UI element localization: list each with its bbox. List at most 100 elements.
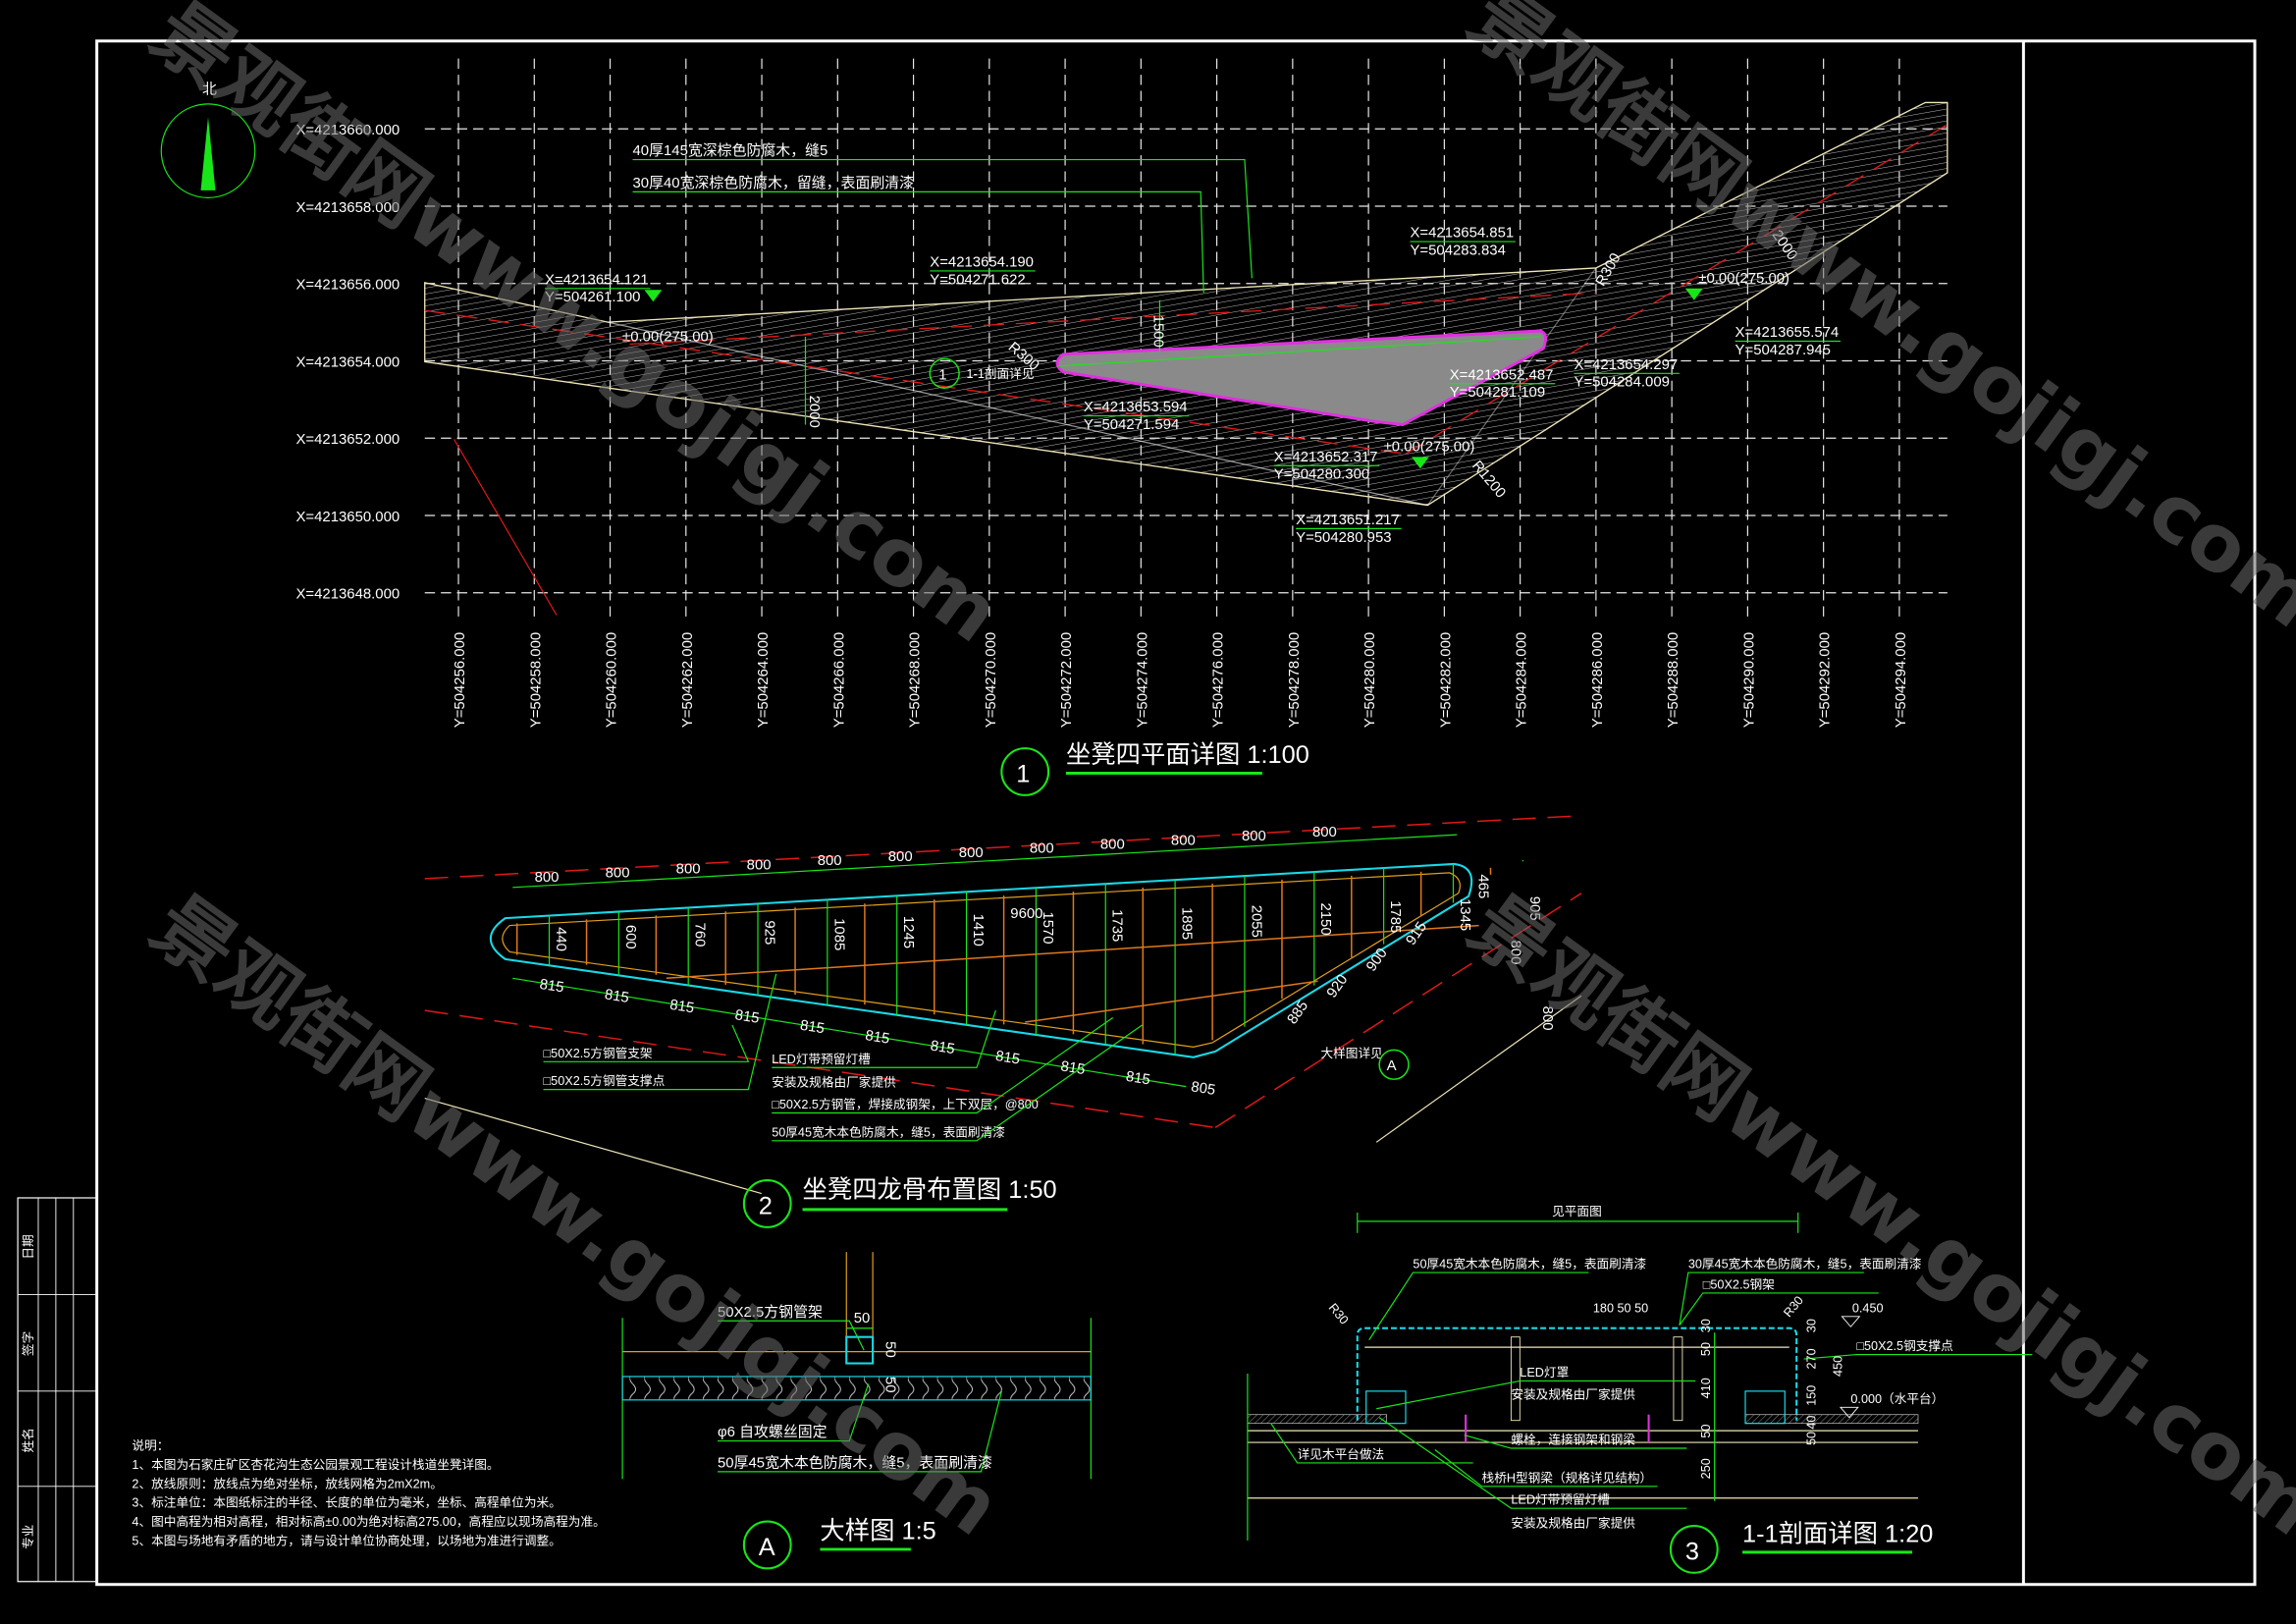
right-dim: 800 [1539, 1006, 1555, 1031]
detail-a-drawing: 50 50 50 50X2.5方钢管架 φ6 自攻螺丝固定 50厚45宽木本色防… [621, 1252, 1092, 1570]
sheet-frame [95, 39, 2257, 1587]
detail-title-text: 大样图 1:5 [820, 1517, 935, 1544]
detail-ref-label: 大样图详见 [1320, 1047, 1382, 1060]
section-top-dims-hz: 180 50 50 [1593, 1301, 1648, 1315]
detail-callout-wood: 50厚45宽木本色防腐木，缝5，表面刷清漆 [718, 1453, 992, 1471]
frame-callout: □50X2.5方钢管，焊接成钢架，上下双层，@800 [772, 1097, 1039, 1111]
section-callout: □50X2.5钢支撑点 [1856, 1339, 1953, 1353]
design-notes: 说明： 1、本图为石家庄矿区杏花沟生态公园景观工程设计栈道坐凳详图。 2、放线原… [132, 1439, 605, 1548]
top-dim-800: 800 [676, 861, 701, 877]
rib-length-dim: 1085 [830, 918, 846, 950]
coord-x: X=4213652.487 [1450, 367, 1554, 383]
elevation-label: ±0.00(275.00) [622, 330, 714, 346]
title-block: 日期 签字 姓名 专业 [17, 1197, 98, 1583]
section-vdim-right: 150 [1805, 1385, 1819, 1406]
section-vdim-right: 30 [1805, 1319, 1819, 1332]
bench-plan-shape [1055, 329, 1548, 427]
section-vdim-right: 270 [1805, 1348, 1819, 1369]
coord-y: Y=504287.945 [1735, 343, 1831, 358]
frame-title: 2 坐凳四龙骨布置图 1:50 [742, 1176, 1057, 1228]
section-mark-circle[interactable] [929, 357, 960, 389]
grid-y-label: Y=504278.000 [1287, 632, 1303, 728]
diag-dim: 920 [1324, 972, 1351, 1001]
title-block-name: 姓名 [21, 1428, 35, 1452]
grid-y-label: Y=504272.000 [1059, 632, 1075, 728]
grid-x-label: X=4213660.000 [295, 123, 400, 138]
detail-dim-width: 50 [854, 1311, 871, 1326]
coord-x: X=4213654.121 [545, 272, 649, 288]
section-vdim-right: 40 [1805, 1416, 1819, 1430]
right-dim: 465 [1475, 874, 1491, 898]
watermark: 景观街网www.gojigj.com [135, 878, 1017, 1553]
frame-title-text: 坐凳四龙骨布置图 1:50 [803, 1176, 1057, 1204]
section-vdim: 50 [1699, 1342, 1713, 1356]
grid-x-label: X=4213652.000 [295, 432, 400, 448]
coord-x: X=4213653.594 [1084, 400, 1188, 415]
rib-length-dim: 905 [1526, 896, 1542, 921]
section-elev-top: 0.450 [1852, 1301, 1884, 1315]
coord-y: Y=504261.100 [545, 290, 640, 305]
coord-y: Y=504283.834 [1410, 244, 1505, 259]
section-mark-label: 1-1剖面详见 [967, 367, 1035, 381]
elevation-marker-3: ±0.00(275.00) [1684, 271, 1789, 300]
section-r-right: R30 [1781, 1293, 1806, 1320]
grid-y-label: Y=504294.000 [1894, 632, 1909, 728]
section-vdim-total: 450 [1831, 1356, 1844, 1377]
rib-length-dim: 760 [692, 923, 708, 947]
bottom-dim: 815 [799, 1018, 826, 1038]
section-top-dim: 见平面图 [1552, 1205, 1602, 1218]
frame-callout: 50厚45宽木本色防腐木，缝5，表面刷清漆 [772, 1124, 1005, 1139]
section-vdim: 410 [1699, 1378, 1713, 1398]
top-dim-800: 800 [1312, 825, 1337, 840]
grid-x-label: X=4213648.000 [295, 587, 400, 603]
section-callout: LED灯罩 [1520, 1366, 1569, 1380]
grid-y-label: Y=504276.000 [1211, 632, 1227, 728]
coord-y: Y=504271.594 [1084, 417, 1179, 433]
frame-title-number: 2 [759, 1192, 773, 1219]
section-vdim: 50 [1699, 1425, 1713, 1438]
coord-x: X=4213652.317 [1274, 450, 1378, 465]
plan-title: 1 坐凳四平面详图 1:100 [1000, 741, 1309, 796]
section-callout: 详见木平台做法 [1298, 1447, 1385, 1461]
detail-title-number: A [759, 1534, 775, 1561]
north-arrow-icon [200, 117, 216, 190]
section-callout: 螺栓，连接钢架和钢梁 [1511, 1433, 1635, 1447]
coord-y: Y=504271.622 [930, 272, 1025, 288]
grid-x-label: X=4213658.000 [295, 200, 400, 216]
section-elev-base: 0.000（水平台） [1850, 1392, 1944, 1406]
elevation-label: ±0.00(275.00) [1384, 439, 1475, 455]
frame-callout: LED灯带预留灯槽 [772, 1053, 871, 1066]
rib-length-dim: 925 [761, 920, 776, 945]
grid-x-label: X=4213650.000 [295, 510, 400, 525]
top-dim-800: 800 [1030, 841, 1054, 857]
frame-length-dim: 9600 [1010, 906, 1042, 922]
grid-y-label: Y=504280.000 [1362, 632, 1378, 728]
coord-y: Y=504280.953 [1296, 530, 1391, 546]
coord-x: X=4213654.851 [1410, 226, 1514, 242]
detail-dim-h1: 50 [882, 1341, 898, 1358]
grid-y-label: Y=504286.000 [1590, 632, 1606, 728]
top-dim-800: 800 [959, 845, 984, 861]
rib-length-dim: 1345 [1457, 898, 1472, 931]
top-dim-800: 800 [888, 849, 913, 865]
detail-callout-screw: φ6 自攻螺丝固定 [718, 1424, 828, 1440]
bottom-dim: 815 [734, 1007, 761, 1027]
title-block-date: 日期 [22, 1234, 35, 1259]
bottom-dim: 815 [1125, 1069, 1151, 1089]
rib-length-dim: 1735 [1109, 909, 1125, 942]
north-compass: 北 [160, 81, 256, 198]
grid-y-label: Y=504274.000 [1135, 632, 1150, 728]
elevation-label: ±0.00(275.00) [1698, 271, 1789, 287]
grid-y-label: Y=504258.000 [528, 632, 544, 728]
detail-ref-circle[interactable] [1378, 1049, 1410, 1080]
bottom-dim: 815 [604, 987, 630, 1006]
notes-line: 2、放线原则：放线点为绝对坐标，放线网格为2mX2m。 [132, 1476, 442, 1490]
plan-title-text: 坐凳四平面详图 1:100 [1066, 741, 1309, 769]
top-dim-800: 800 [1242, 829, 1266, 844]
plan-title-number: 1 [1016, 760, 1030, 787]
